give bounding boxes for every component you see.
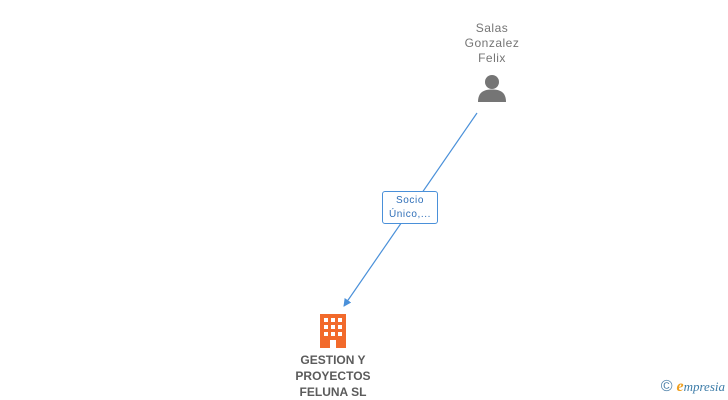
relationship-label-line: Socio — [395, 195, 424, 206]
person-name: Salas Gonzalez Felix — [440, 21, 544, 66]
person-name-line: Felix — [478, 51, 506, 65]
empresia-logo: empresia — [676, 378, 725, 396]
company-node[interactable]: GESTION Y PROYECTOS FELUNA SL — [274, 314, 392, 400]
company-name-line: GESTION Y — [300, 353, 366, 367]
person-name-line: Salas — [475, 21, 509, 35]
company-name: GESTION Y PROYECTOS FELUNA SL — [274, 352, 392, 400]
building-icon[interactable] — [318, 314, 348, 348]
person-node[interactable]: Salas Gonzalez Felix — [440, 21, 544, 102]
relationship-label-line: Único,... — [388, 209, 432, 220]
person-name-line: Gonzalez — [464, 36, 520, 50]
person-icon[interactable] — [477, 74, 507, 102]
brand-watermark: © empresia — [661, 377, 725, 397]
relationship-label[interactable]: Socio Único,... — [382, 191, 438, 224]
logo-initial: e — [676, 378, 684, 395]
copyright-icon: © — [660, 378, 673, 395]
company-name-line: PROYECTOS — [295, 369, 371, 383]
company-name-line: FELUNA SL — [299, 385, 367, 399]
logo-text: mpresia — [683, 379, 725, 394]
